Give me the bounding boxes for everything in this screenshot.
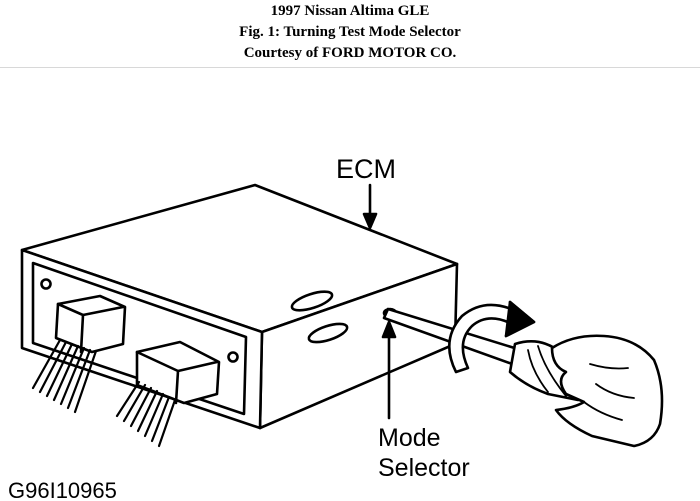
mounting-hole-left — [40, 278, 52, 290]
ecm-front-panel — [31, 261, 248, 416]
header-divider — [0, 67, 700, 68]
figure-title: Fig. 1: Turning Test Mode Selector — [239, 24, 461, 40]
wire-bundle-left — [31, 338, 98, 414]
figure-code: G96I10965 — [8, 478, 117, 501]
ecm-diagram: ECM Mode Selector G96I10965 — [8, 154, 664, 501]
vehicle-title: 1997 Nissan Altima GLE — [270, 3, 430, 19]
mode-selector-label-line2: Selector — [378, 454, 470, 482]
mode-selector-leader-arrow — [381, 320, 397, 339]
mounting-hole-right — [227, 351, 239, 363]
mode-selector-label-line1: Mode — [378, 424, 441, 452]
ecm-leader-arrow — [362, 212, 378, 230]
ecm-side-slot-lower — [307, 322, 349, 344]
ecm-label: ECM — [336, 154, 396, 184]
courtesy-line: Courtesy of FORD MOTOR CO. — [243, 45, 457, 61]
wire-bundle-right — [115, 380, 177, 448]
rotation-arrowhead-fill — [504, 300, 536, 338]
ecm-side-slot-upper — [290, 290, 334, 312]
caption-header: 1997 Nissan Altima GLE Fig. 1: Turning T… — [0, 0, 700, 64]
